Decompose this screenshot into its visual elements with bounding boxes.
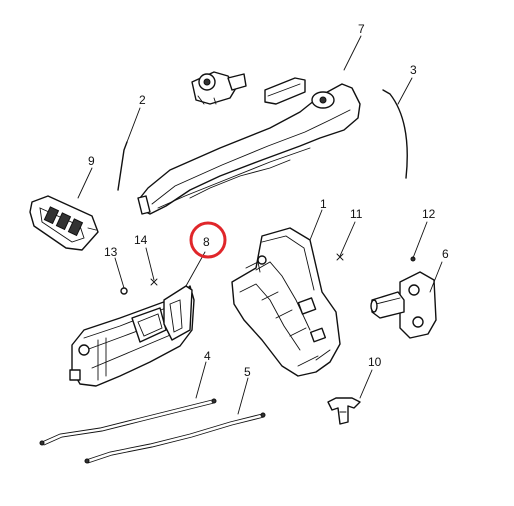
- callout-labels: 1 2 3 4 5 6 7 8 9 10 11 12 13 14: [88, 22, 449, 379]
- callout-8: 8: [203, 235, 210, 249]
- rod-2: [117, 141, 128, 191]
- cable-5: [84, 412, 266, 464]
- door-striker: [370, 271, 437, 339]
- inner-handle-assembly: [69, 285, 195, 387]
- lock-cylinder: [191, 71, 247, 105]
- cable-4: [39, 398, 217, 446]
- screw-11: [336, 253, 344, 261]
- screw-14: [150, 278, 158, 286]
- callout-9: 9: [88, 154, 95, 168]
- door-lock-actuator: [231, 227, 341, 377]
- callout-11: 11: [350, 207, 363, 221]
- callout-1: 1: [320, 197, 327, 211]
- callout-6: 6: [442, 247, 449, 261]
- callout-4: 4: [204, 349, 211, 363]
- callout-3: 3: [410, 63, 417, 77]
- callout-2: 2: [139, 93, 146, 107]
- callout-10: 10: [368, 355, 382, 369]
- leader-lines: [77, 35, 443, 415]
- callout-14: 14: [134, 233, 148, 247]
- callout-5: 5: [244, 365, 251, 379]
- callout-13: 13: [104, 245, 118, 259]
- clip-13: [120, 287, 128, 295]
- callout-7: 7: [358, 22, 365, 36]
- callout-12: 12: [422, 207, 436, 221]
- outer-door-handle: [137, 77, 361, 215]
- clip-10: [327, 397, 361, 425]
- remote-key: [29, 195, 99, 251]
- rod-3: [382, 89, 408, 179]
- highlight-circle: [189, 221, 227, 259]
